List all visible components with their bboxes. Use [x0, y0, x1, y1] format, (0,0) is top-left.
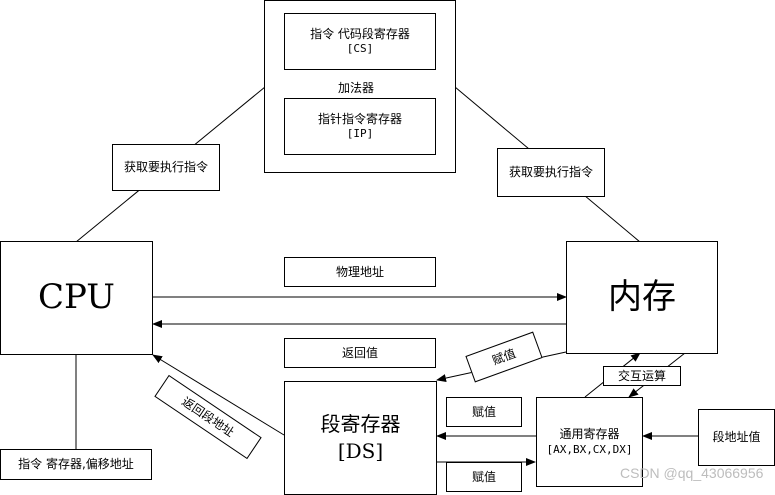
ip-register-code: [IP] [346, 127, 374, 141]
cs-register-name: 指令 代码段寄存器 [310, 26, 410, 41]
segment-address-value-box: 段地址值 [698, 409, 775, 466]
cpu-box: CPU [0, 241, 153, 355]
arrow-ds-to-cpu [152, 354, 285, 436]
cs-register-box: 指令 代码段寄存器 [CS] [284, 13, 436, 70]
physical-address-label: 物理地址 [284, 257, 436, 287]
fetch-instruction-left: 获取要执行指令 [112, 144, 220, 191]
segment-register-name: 段寄存器 [320, 412, 401, 436]
csdn-watermark: CSDN @qq_43066956 [620, 465, 764, 481]
instruction-note-box: 指令 寄存器,偏移地址 [0, 449, 152, 480]
general-register-box: 通用寄存器 [AX,BX,CX,DX] [536, 397, 643, 487]
general-register-list: [AX,BX,CX,DX] [546, 442, 633, 456]
cs-register-code: [CS] [346, 42, 374, 56]
ip-register-box: 指针指令寄存器 [IP] [284, 98, 436, 155]
adder-label: 加法器 [338, 81, 375, 95]
ip-register-name: 指针指令寄存器 [317, 111, 402, 126]
assign-label-upper: 赋值 [446, 397, 522, 427]
memory-box: 内存 [566, 241, 718, 354]
segment-register-code: [DS] [337, 439, 384, 463]
return-value-label: 返回值 [284, 338, 436, 368]
general-register-name: 通用寄存器 [559, 427, 620, 442]
assign-label-lower: 赋值 [446, 462, 522, 492]
segment-register-box: 段寄存器 [DS] [284, 381, 437, 495]
exchange-operation-label: 交互运算 [603, 366, 681, 386]
fetch-instruction-right: 获取要执行指令 [497, 148, 605, 197]
